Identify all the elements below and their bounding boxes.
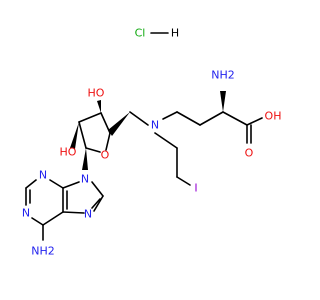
bond-n-c5p [129,111,149,126]
wedge-c5p-c4p [108,112,130,136]
wedge-c3p-oh [97,100,101,113]
bond-n-ce1 [154,132,178,149]
bond-ce2-i [176,176,191,186]
bond-c1p-o [85,147,101,153]
bond-c6-c5 [42,211,64,226]
wedge-c2p-oh [70,122,79,149]
bond-n9-c4 [62,181,80,189]
bond-c8-n7 [93,195,104,212]
hcl-salt: Cl H [135,27,180,40]
bond-c8-n7-d [91,198,101,209]
bond-c4-n3 [49,179,64,189]
atom-oh-acid: OH [265,110,282,123]
structure-diagram: Cl H [22,27,282,258]
bonds [25,91,263,241]
atom-n-tertiary: N [151,119,159,132]
atom-o-carbonyl: O [245,147,254,160]
bond-n3-c2 [25,179,37,189]
atom-n9: N [81,173,89,186]
salt-h-label: H [171,27,179,40]
bond-ca-cooh [222,111,248,126]
atom-n3: N [39,169,47,182]
bond-cooh-oh [246,117,263,126]
bond-o-c4p [105,132,111,151]
wedge-c1p-n9 [82,148,88,170]
bond-c3p-c2p [78,112,102,123]
atom-n1: N [22,207,30,220]
atom-o-ring: O [101,149,110,162]
bond-cb-cg [176,111,201,126]
bond-ca-cb [199,111,224,126]
atom-i-iodo: I [194,182,197,195]
bond-c4p-c3p [100,112,111,134]
bond-n7-c5 [62,211,85,214]
bond-c2p-c1p [78,121,87,149]
atom-labels: NH2 OH O N I HO HO O N N N N NH2 [22,69,282,258]
wedge-ca-nh2 [220,91,226,112]
atom-nh2-amino: NH2 [211,69,235,82]
atom-oh-c3: HO [88,87,105,100]
salt-cl-label: Cl [135,27,146,40]
bond-cg-n [162,111,178,120]
atom-oh-c2: HO [60,146,77,159]
bond-n9-c8 [91,181,104,197]
atom-n7: N [84,208,92,221]
atom-nh2-adenine: NH2 [31,245,55,258]
bond-n1-c6 [31,217,44,226]
